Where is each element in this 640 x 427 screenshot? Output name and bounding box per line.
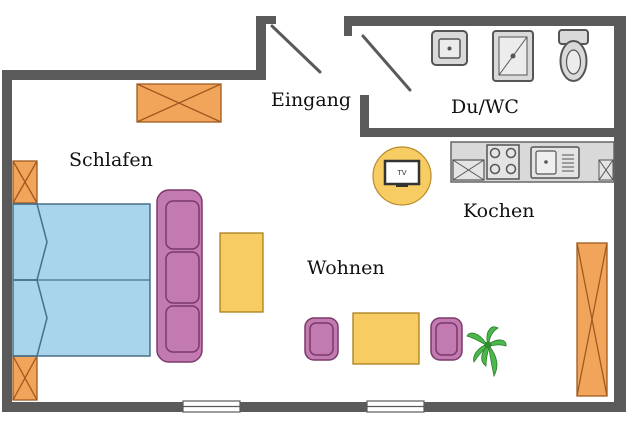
kitchen-end-cabinet (598, 159, 614, 181)
fridge-icon (452, 159, 485, 181)
wardrobe-top (136, 83, 222, 123)
sofa (156, 189, 203, 363)
label-entrance: Eingang (271, 89, 351, 111)
kitchen-sink-icon (530, 146, 580, 179)
wall-left (2, 70, 12, 412)
chair-left (304, 317, 339, 361)
tv-label: TV (396, 169, 406, 177)
wall-bath-left-upper (344, 16, 352, 36)
plant-icon (466, 326, 507, 378)
wall-bath-bottom (360, 128, 626, 137)
stove-icon (486, 144, 520, 180)
label-bedroom: Schlafen (69, 149, 153, 171)
walls (2, 16, 626, 412)
shower-icon (492, 30, 534, 82)
cabinets (12, 83, 608, 401)
wall-bath-left-lower (360, 95, 369, 135)
label-living: Wohnen (307, 257, 385, 279)
wardrobe-right (576, 242, 608, 397)
wall-bottom (2, 402, 626, 412)
wall-entrance-stub (256, 16, 276, 24)
wall-entrance-left (256, 16, 266, 80)
door-entrance (270, 24, 322, 74)
wall-bath-top (344, 16, 626, 26)
bathroom-fixtures (431, 29, 589, 82)
nightstand-top (12, 160, 38, 204)
dining-table (352, 312, 420, 365)
bed (12, 203, 151, 357)
wall-top-left (2, 70, 266, 80)
label-kitchen: Kochen (463, 200, 534, 222)
doors (270, 24, 412, 92)
chair-right (430, 317, 463, 361)
kitchen-counter (450, 141, 615, 183)
toilet-icon (558, 29, 589, 82)
wall-right (614, 16, 626, 412)
room-labels: Eingang Du/WC Schlafen Kochen Wohnen (69, 89, 534, 279)
nightstand-bottom (12, 355, 38, 401)
label-bathroom: Du/WC (451, 96, 519, 118)
sink-icon (431, 30, 468, 66)
door-bathroom (361, 34, 412, 92)
tables (219, 232, 420, 365)
tv-stand: TV (372, 146, 432, 206)
windows (182, 400, 425, 413)
chairs (304, 317, 463, 361)
side-table (219, 232, 264, 313)
